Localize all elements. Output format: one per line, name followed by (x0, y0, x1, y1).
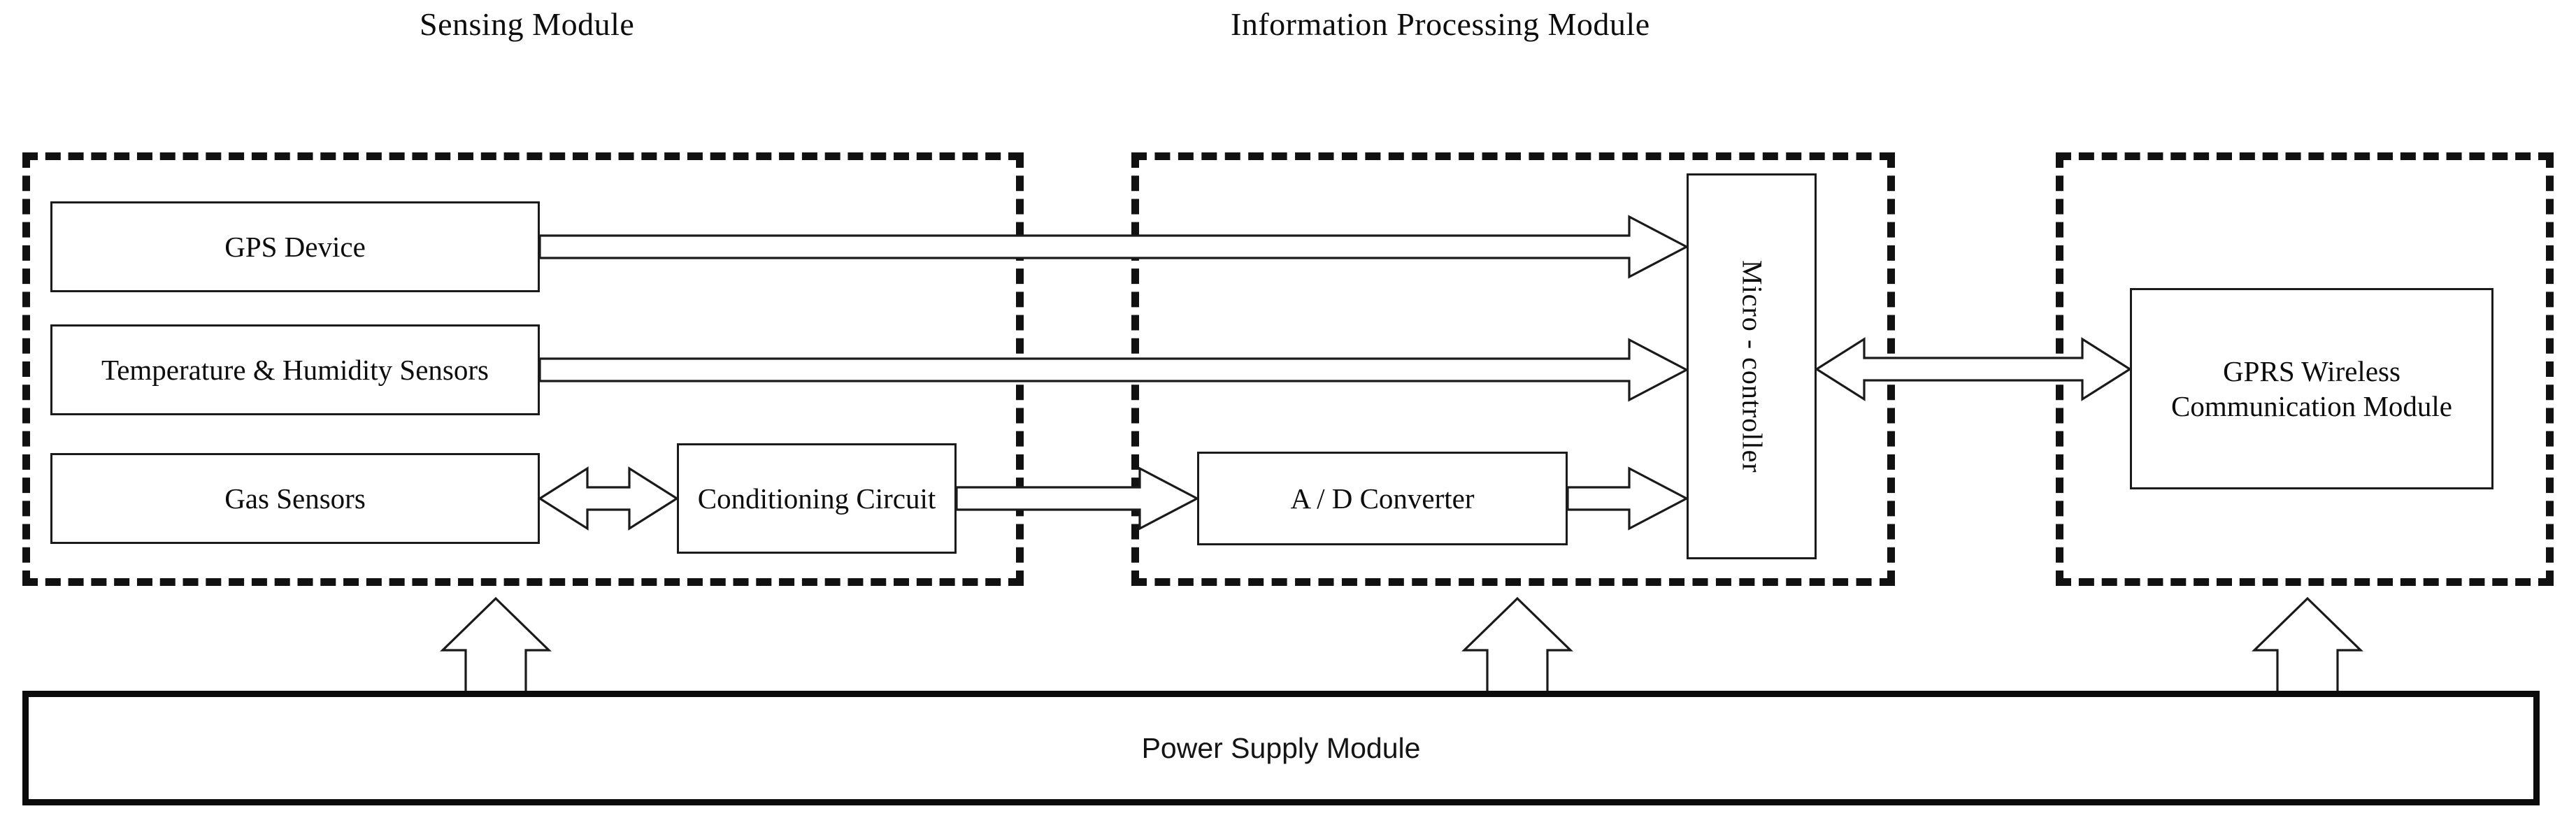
processing-module-title: Information Processing Module (1231, 6, 1650, 42)
power-to-comm-arrow (2252, 596, 2363, 694)
conditioning-circuit-box[interactable]: Conditioning Circuit (677, 443, 957, 554)
gas-sensors-box[interactable]: Gas Sensors (50, 453, 540, 544)
micro-controller-box[interactable]: Micro - controller (1687, 173, 1817, 559)
sensing-module-title: Sensing Module (420, 6, 635, 42)
temperature-humidity-sensors-box[interactable]: Temperature & Humidity Sensors (50, 324, 540, 415)
gps-device-box[interactable]: GPS Device (50, 201, 540, 292)
gprs-wireless-communication-module-box[interactable]: GPRS Wireless Communication Module (2130, 288, 2493, 489)
power-to-sensing-arrow (440, 596, 552, 694)
power-to-processing-arrow (1461, 596, 1573, 694)
power-supply-module-box[interactable]: Power Supply Module (22, 691, 2540, 805)
ad-converter-box[interactable]: A / D Converter (1197, 452, 1568, 545)
